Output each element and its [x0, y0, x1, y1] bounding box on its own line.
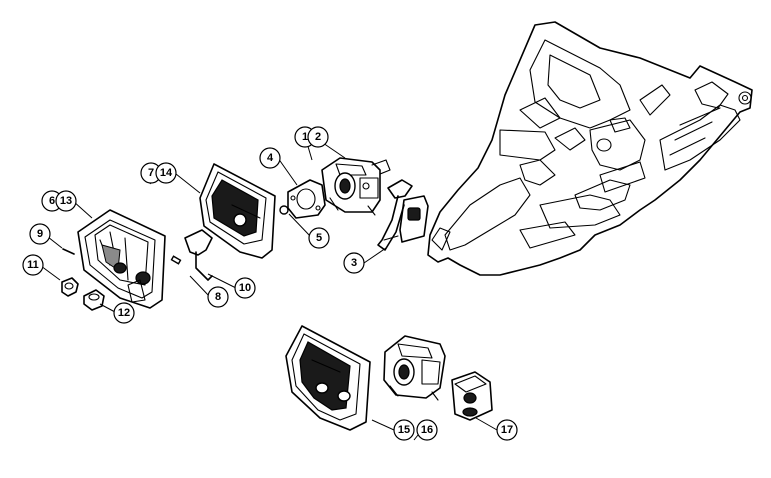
- svg-text:1: 1: [302, 131, 308, 143]
- svg-text:17: 17: [501, 424, 513, 436]
- callout-12: 12: [113, 302, 135, 324]
- svg-text:6: 6: [49, 195, 55, 207]
- filter-housing: [199, 163, 276, 259]
- nut: [61, 277, 79, 297]
- callout-15: 15: [393, 419, 415, 441]
- svg-text:16: 16: [421, 424, 433, 436]
- callout-10: 10: [234, 277, 256, 299]
- knob: [83, 289, 105, 311]
- callout-2: 2: [307, 126, 329, 148]
- svg-text:8: 8: [215, 291, 221, 303]
- callout-13: 13: [55, 190, 77, 212]
- engine-housing: [427, 21, 753, 276]
- filter-cover: [77, 209, 166, 309]
- gasket: [287, 179, 326, 219]
- callout-7: 7: [140, 162, 162, 184]
- callout-11: 11: [22, 254, 44, 276]
- callout-9: 9: [29, 223, 51, 245]
- svg-text:11: 11: [27, 259, 39, 271]
- svg-text:10: 10: [239, 282, 251, 294]
- svg-text:4: 4: [267, 152, 274, 164]
- svg-text:7: 7: [148, 167, 154, 179]
- svg-text:12: 12: [118, 307, 130, 319]
- callout-5: 5: [308, 227, 330, 249]
- svg-text:2: 2: [315, 131, 321, 143]
- callout-4: 4: [259, 147, 281, 169]
- callout-14: 14: [155, 162, 177, 184]
- throttle-bracket: [377, 179, 429, 251]
- svg-text:9: 9: [37, 228, 43, 240]
- callout-17: 17: [496, 419, 518, 441]
- carburetor-alt: [383, 335, 446, 401]
- svg-text:5: 5: [316, 232, 322, 244]
- callout-3: 3: [343, 252, 365, 274]
- carburetor: [321, 157, 391, 216]
- svg-text:15: 15: [398, 424, 410, 436]
- pin: [62, 248, 75, 255]
- callout-8: 8: [207, 286, 229, 308]
- svg-text:14: 14: [160, 167, 173, 179]
- intake-block: [451, 371, 493, 421]
- svg-text:13: 13: [60, 195, 72, 207]
- callout-16: 16: [416, 419, 438, 441]
- filter-cover-alt: [285, 325, 371, 431]
- spacer-ring: [279, 205, 289, 215]
- svg-text:3: 3: [351, 257, 357, 269]
- choke-lever: [170, 229, 213, 281]
